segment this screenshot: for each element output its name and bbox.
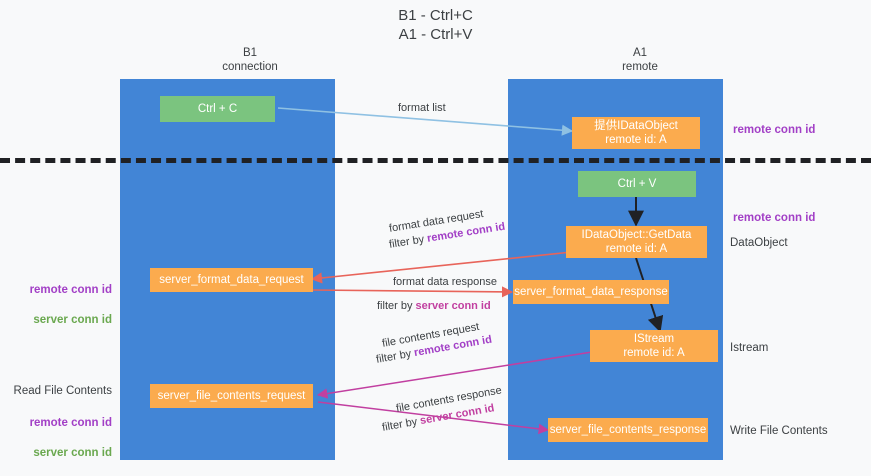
annotation-left-remote-conn-id-2: remote conn id — [29, 417, 112, 429]
annotation-left-conn-ids-2: remote conn id server conn id — [0, 401, 112, 476]
node-ctrl-v[interactable]: Ctrl + V — [578, 171, 696, 197]
node-server-format-data-request[interactable]: server_format_data_request — [150, 268, 313, 292]
filter-prefix: filter by — [377, 300, 416, 312]
edge-label-format-list: format list — [398, 102, 446, 114]
edge-format-data-request — [310, 251, 573, 284]
edge-format-data-response — [311, 286, 514, 298]
edge-format-list — [277, 107, 574, 136]
annotation-istream: Istream — [730, 342, 769, 354]
column-header-b1: B1 connection — [222, 47, 278, 73]
edge-label-format-data-response-filter: filter by server conn id — [377, 299, 491, 313]
edge-label-format-data-response: format data response — [393, 276, 497, 288]
phase-divider — [0, 158, 871, 163]
diagram-title: B1 - Ctrl+C A1 - Ctrl+V — [398, 7, 473, 43]
filter-value: server conn id — [415, 300, 491, 312]
node-idataobject-getdata[interactable]: IDataObject::GetData remote id: A — [566, 226, 707, 258]
node-server-format-data-response[interactable]: server_format_data_response — [513, 280, 669, 304]
node-server-file-contents-request[interactable]: server_file_contents_request — [150, 384, 313, 408]
annotation-write-file-contents: Write File Contents — [730, 425, 828, 437]
annotation-left-server-conn-id-2: server conn id — [33, 447, 112, 459]
node-ctrl-c[interactable]: Ctrl + C — [160, 96, 275, 122]
annotation-left-server-conn-id: server conn id — [33, 314, 112, 326]
edge-file-contents-response — [317, 401, 550, 435]
annotation-remote-conn-id-top: remote conn id — [733, 124, 816, 136]
annotation-remote-conn-id-mid: remote conn id — [733, 212, 816, 224]
annotation-left-conn-ids: remote conn id server conn id — [0, 268, 112, 343]
node-istream[interactable]: IStream remote id: A — [590, 330, 718, 362]
annotation-data-object: DataObject — [730, 237, 788, 249]
node-data-object-remote[interactable]: 提供IDataObject remote id: A — [572, 117, 700, 149]
annotation-read-file-contents: Read File Contents — [13, 385, 112, 397]
column-header-a1: A1 remote — [622, 47, 658, 73]
annotation-left-remote-conn-id: remote conn id — [29, 284, 112, 296]
node-server-file-contents-response[interactable]: server_file_contents_response — [548, 418, 708, 442]
edge-file-contents-request — [316, 351, 593, 399]
